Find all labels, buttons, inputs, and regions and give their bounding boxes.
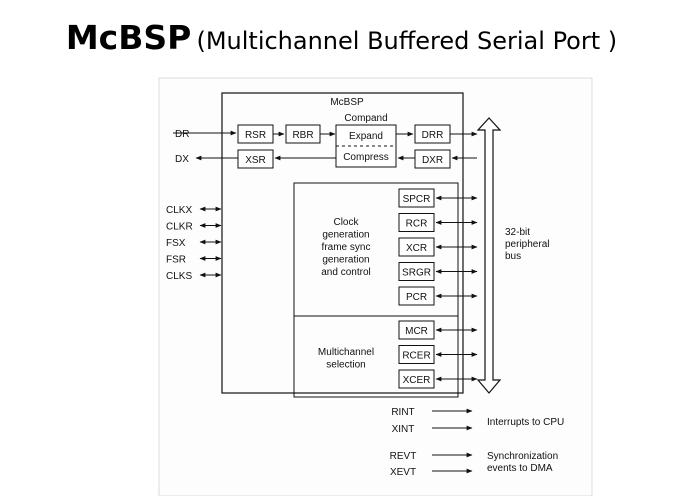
- interrupts-label: Interrupts to CPU: [487, 417, 564, 428]
- register-srgr: [398, 262, 435, 281]
- clock-section-line: generation: [322, 230, 369, 241]
- compand-heading: Compand: [344, 113, 387, 124]
- register-xcr: [398, 237, 435, 257]
- clock-pin-label-clkx: CLKX: [166, 205, 192, 216]
- rint-label: RINT: [391, 407, 414, 418]
- xevt-label: XEVT: [390, 467, 416, 478]
- mc-registers: MCR RCER XCER: [398, 320, 478, 389]
- clock-pin-label-clks: CLKS: [166, 271, 192, 282]
- clock-section-line: Clock: [333, 217, 359, 228]
- clock-pins: CLKX CLKR FSX FSR CLKS: [166, 205, 222, 282]
- block-label: McBSP: [330, 97, 364, 108]
- revt-label: REVT: [390, 451, 417, 462]
- register-label-xcer: XCER: [403, 375, 431, 386]
- mc-section-line: Multichannel: [318, 347, 374, 358]
- register-label-pcr: PCR: [406, 292, 427, 303]
- dr-pin-label: DR: [175, 129, 189, 140]
- register-rcr: [398, 213, 435, 232]
- bus-label-line: 32-bit: [505, 227, 530, 238]
- register-rcer: [398, 345, 435, 364]
- compress-label: Compress: [343, 152, 389, 163]
- events-label-line-2: events to DMA: [487, 463, 553, 474]
- register-label-xcr: XCR: [406, 243, 427, 254]
- title-acronym: McBSP: [65, 18, 192, 57]
- dx-pin-label: DX: [175, 154, 189, 165]
- clock-section-line: frame sync: [322, 242, 371, 253]
- clock-section-line: and control: [321, 267, 370, 278]
- clock-pin-label-clkr: CLKR: [166, 222, 193, 233]
- register-pcr: [398, 286, 435, 306]
- rbr-label: RBR: [292, 130, 313, 141]
- register-label-mcr: MCR: [405, 326, 428, 337]
- clock-pin-label-fsr: FSR: [166, 255, 186, 266]
- bus-label-line: bus: [505, 251, 521, 262]
- dxr-register: [414, 149, 451, 169]
- slide-title: McBSP (Multichannel Buffered Serial Port…: [0, 18, 683, 57]
- register-spcr: [398, 188, 435, 208]
- mcbsp-outline: [221, 92, 464, 394]
- peripheral-bus: [476, 117, 502, 394]
- clock-registers: SPCR RCR XCR SRGR PCR: [398, 188, 478, 306]
- expand-label: Expand: [349, 131, 383, 142]
- register-mcr: [398, 320, 435, 340]
- title-expansion: (Multichannel Buffered Serial Port ): [196, 27, 618, 55]
- events-label-line-1: Synchronization: [487, 451, 558, 462]
- mc-section-text: Multichannel selection: [318, 347, 374, 371]
- xint-label: XINT: [392, 424, 415, 435]
- register-label-srgr: SRGR: [402, 268, 431, 279]
- register-label-spcr: SPCR: [403, 194, 431, 205]
- xsr-label: XSR: [245, 155, 266, 166]
- bus-label-line: peripheral: [505, 239, 549, 250]
- register-xcer: [398, 369, 435, 389]
- drr-label: DRR: [422, 130, 444, 141]
- xsr-register: [237, 149, 274, 169]
- clock-section-line: generation: [322, 255, 369, 266]
- register-label-rcer: RCER: [402, 351, 430, 362]
- clock-pin-label-fsx: FSX: [166, 238, 186, 249]
- rsr-label: RSR: [245, 130, 266, 141]
- mc-section-line: selection: [326, 360, 365, 371]
- register-label-rcr: RCR: [406, 219, 428, 230]
- dxr-label: DXR: [422, 155, 443, 166]
